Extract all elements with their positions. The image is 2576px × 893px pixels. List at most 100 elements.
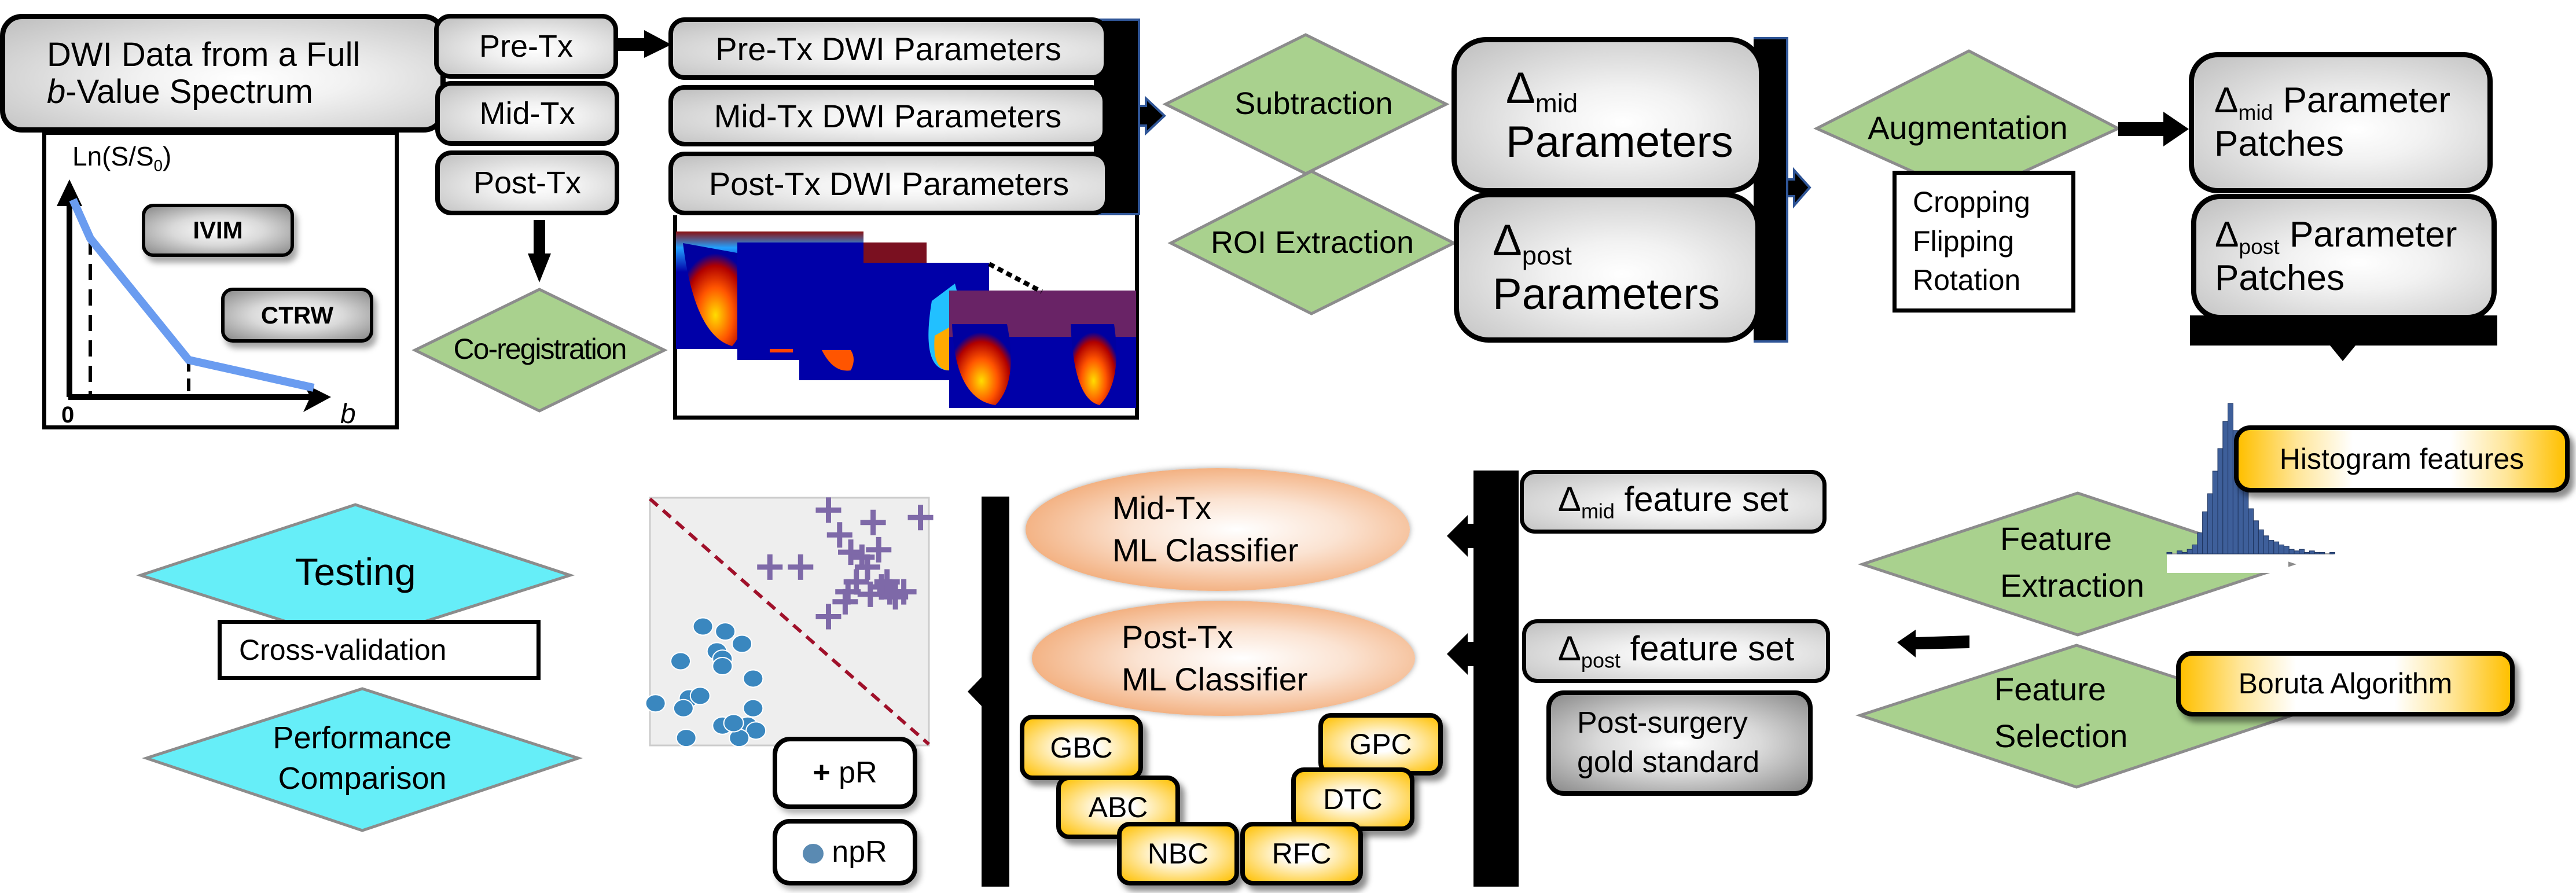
delta-post-feature-set: Δpost feature set bbox=[1522, 619, 1830, 683]
classifier-output-bar bbox=[982, 497, 1009, 887]
pr-marker bbox=[907, 505, 934, 531]
post-feature-arrow-icon bbox=[1447, 633, 1468, 675]
augmentation-methods-box: Cropping Flipping Rotation bbox=[1893, 171, 2075, 313]
origin-label: 0 bbox=[61, 402, 75, 428]
mid-feature-arrow-icon bbox=[1447, 515, 1468, 557]
algorithm-gpc: GPC bbox=[1318, 713, 1443, 776]
npr-marker bbox=[715, 622, 736, 641]
histogram-bar bbox=[2299, 549, 2305, 554]
npr-marker bbox=[743, 699, 764, 718]
post-tx-classifier: Post-Tx ML Classifier bbox=[1032, 601, 1415, 716]
coreg-arrow-shaft bbox=[534, 220, 545, 256]
dwi-data-box: DWI Data from a Full b-Value Spectrum bbox=[0, 14, 446, 133]
coreg-arrow-icon bbox=[528, 253, 551, 282]
pr-marker bbox=[866, 536, 892, 563]
augmentation-arrow-shaft bbox=[2118, 122, 2165, 136]
legend-pr: + pR bbox=[773, 737, 917, 809]
feature-selection-label: Feature Selection bbox=[1994, 671, 2128, 755]
cross-validation-box: Cross-validation bbox=[218, 620, 541, 680]
augmentation-arrow-icon bbox=[2163, 112, 2189, 146]
npr-marker bbox=[670, 652, 692, 671]
delta-mid-feature-set: Δmid feature set bbox=[1520, 470, 1827, 534]
coregistration-label: Co-registration bbox=[453, 333, 627, 365]
algorithm-gbc: GBC bbox=[1020, 715, 1143, 780]
pr-marker bbox=[874, 569, 900, 595]
y-axis-label: Ln(S/S0) bbox=[72, 141, 172, 175]
pr-marker bbox=[832, 589, 858, 615]
timepoint-pre-tx: Pre-Tx bbox=[434, 14, 618, 79]
performance-label: Performance Comparison bbox=[273, 721, 452, 796]
algorithm-nbc: NBC bbox=[1117, 822, 1239, 885]
patches-down-arrow-icon bbox=[2330, 346, 2355, 361]
mid-tx-classifier: Mid-Tx ML Classifier bbox=[1026, 468, 1410, 591]
roi-extraction-label: ROI Extraction bbox=[1210, 225, 1414, 260]
boruta-algorithm-box: Boruta Algorithm bbox=[2176, 651, 2515, 716]
algorithm-rfc: RFC bbox=[1240, 822, 1363, 885]
delta-mid-parameters: Δmid Parameters bbox=[1451, 37, 1764, 193]
npr-marker bbox=[645, 694, 666, 713]
algorithm-abc: ABC bbox=[1056, 776, 1180, 839]
decision-boundary bbox=[649, 497, 930, 746]
pre-tx-dwi-parameters: Pre-Tx DWI Parameters bbox=[668, 17, 1108, 80]
histogram-bar bbox=[2329, 552, 2335, 554]
dwi-title-line2: b-Value Spectrum bbox=[47, 72, 313, 111]
classifier-output-arrow-icon bbox=[968, 676, 983, 707]
legend-npr: npR bbox=[773, 819, 917, 885]
map-stack-ellipsis bbox=[988, 262, 1043, 294]
timepoint-post-tx: Post-Tx bbox=[435, 150, 619, 215]
decay-plot-frame bbox=[42, 131, 399, 429]
npr-marker bbox=[723, 714, 744, 733]
npr-marker bbox=[673, 699, 694, 718]
pr-marker bbox=[826, 522, 852, 548]
histogram-bar bbox=[2166, 552, 2173, 554]
delta-post-parameters: Δpost Parameters bbox=[1454, 192, 1761, 343]
npr-marker bbox=[692, 617, 714, 636]
histogram-bar bbox=[2319, 552, 2325, 554]
npr-marker bbox=[712, 657, 733, 676]
npr-marker bbox=[743, 669, 764, 688]
testing-label: Testing bbox=[295, 550, 416, 593]
pr-marker bbox=[854, 554, 880, 580]
feature-sets-bar bbox=[1473, 471, 1519, 887]
decay-curve bbox=[69, 198, 315, 392]
npr-marker bbox=[732, 634, 753, 653]
npr-marker bbox=[689, 686, 711, 705]
subtraction-label: Subtraction bbox=[1234, 86, 1393, 121]
pr-marker bbox=[815, 497, 841, 523]
feature-extraction-label: Feature Extraction bbox=[2000, 520, 2144, 604]
timepoint-mid-tx: Mid-Tx bbox=[435, 81, 619, 146]
delta-post-patches: Δpost Parameter Patches bbox=[2191, 194, 2497, 320]
mid-tx-dwi-parameters: Mid-Tx DWI Parameters bbox=[668, 85, 1107, 146]
patches-base-bar bbox=[2190, 315, 2497, 346]
pr-marker bbox=[815, 604, 841, 630]
gold-standard-box: Post-surgery gold standard bbox=[1546, 690, 1813, 796]
pr-marker bbox=[838, 539, 864, 565]
npr-marker bbox=[675, 729, 697, 748]
delta-params-arrow-icon bbox=[1786, 167, 1811, 209]
post-tx-dwi-parameters: Post-Tx DWI Parameters bbox=[668, 152, 1109, 215]
map-slice-4 bbox=[949, 291, 1136, 408]
x-axis-label: b bbox=[340, 399, 356, 429]
npr-dot-icon bbox=[803, 844, 824, 864]
delta-mid-patches: Δmid Parameter Patches bbox=[2189, 52, 2493, 193]
pr-marker bbox=[788, 554, 814, 580]
histogram-features-box: Histogram features bbox=[2234, 425, 2570, 493]
dwi-title-line1: DWI Data from a Full bbox=[47, 35, 361, 74]
ivim-badge: IVIM bbox=[142, 204, 294, 257]
feature-sets-arrow-icon bbox=[1897, 630, 1969, 657]
pr-marker bbox=[883, 584, 909, 610]
